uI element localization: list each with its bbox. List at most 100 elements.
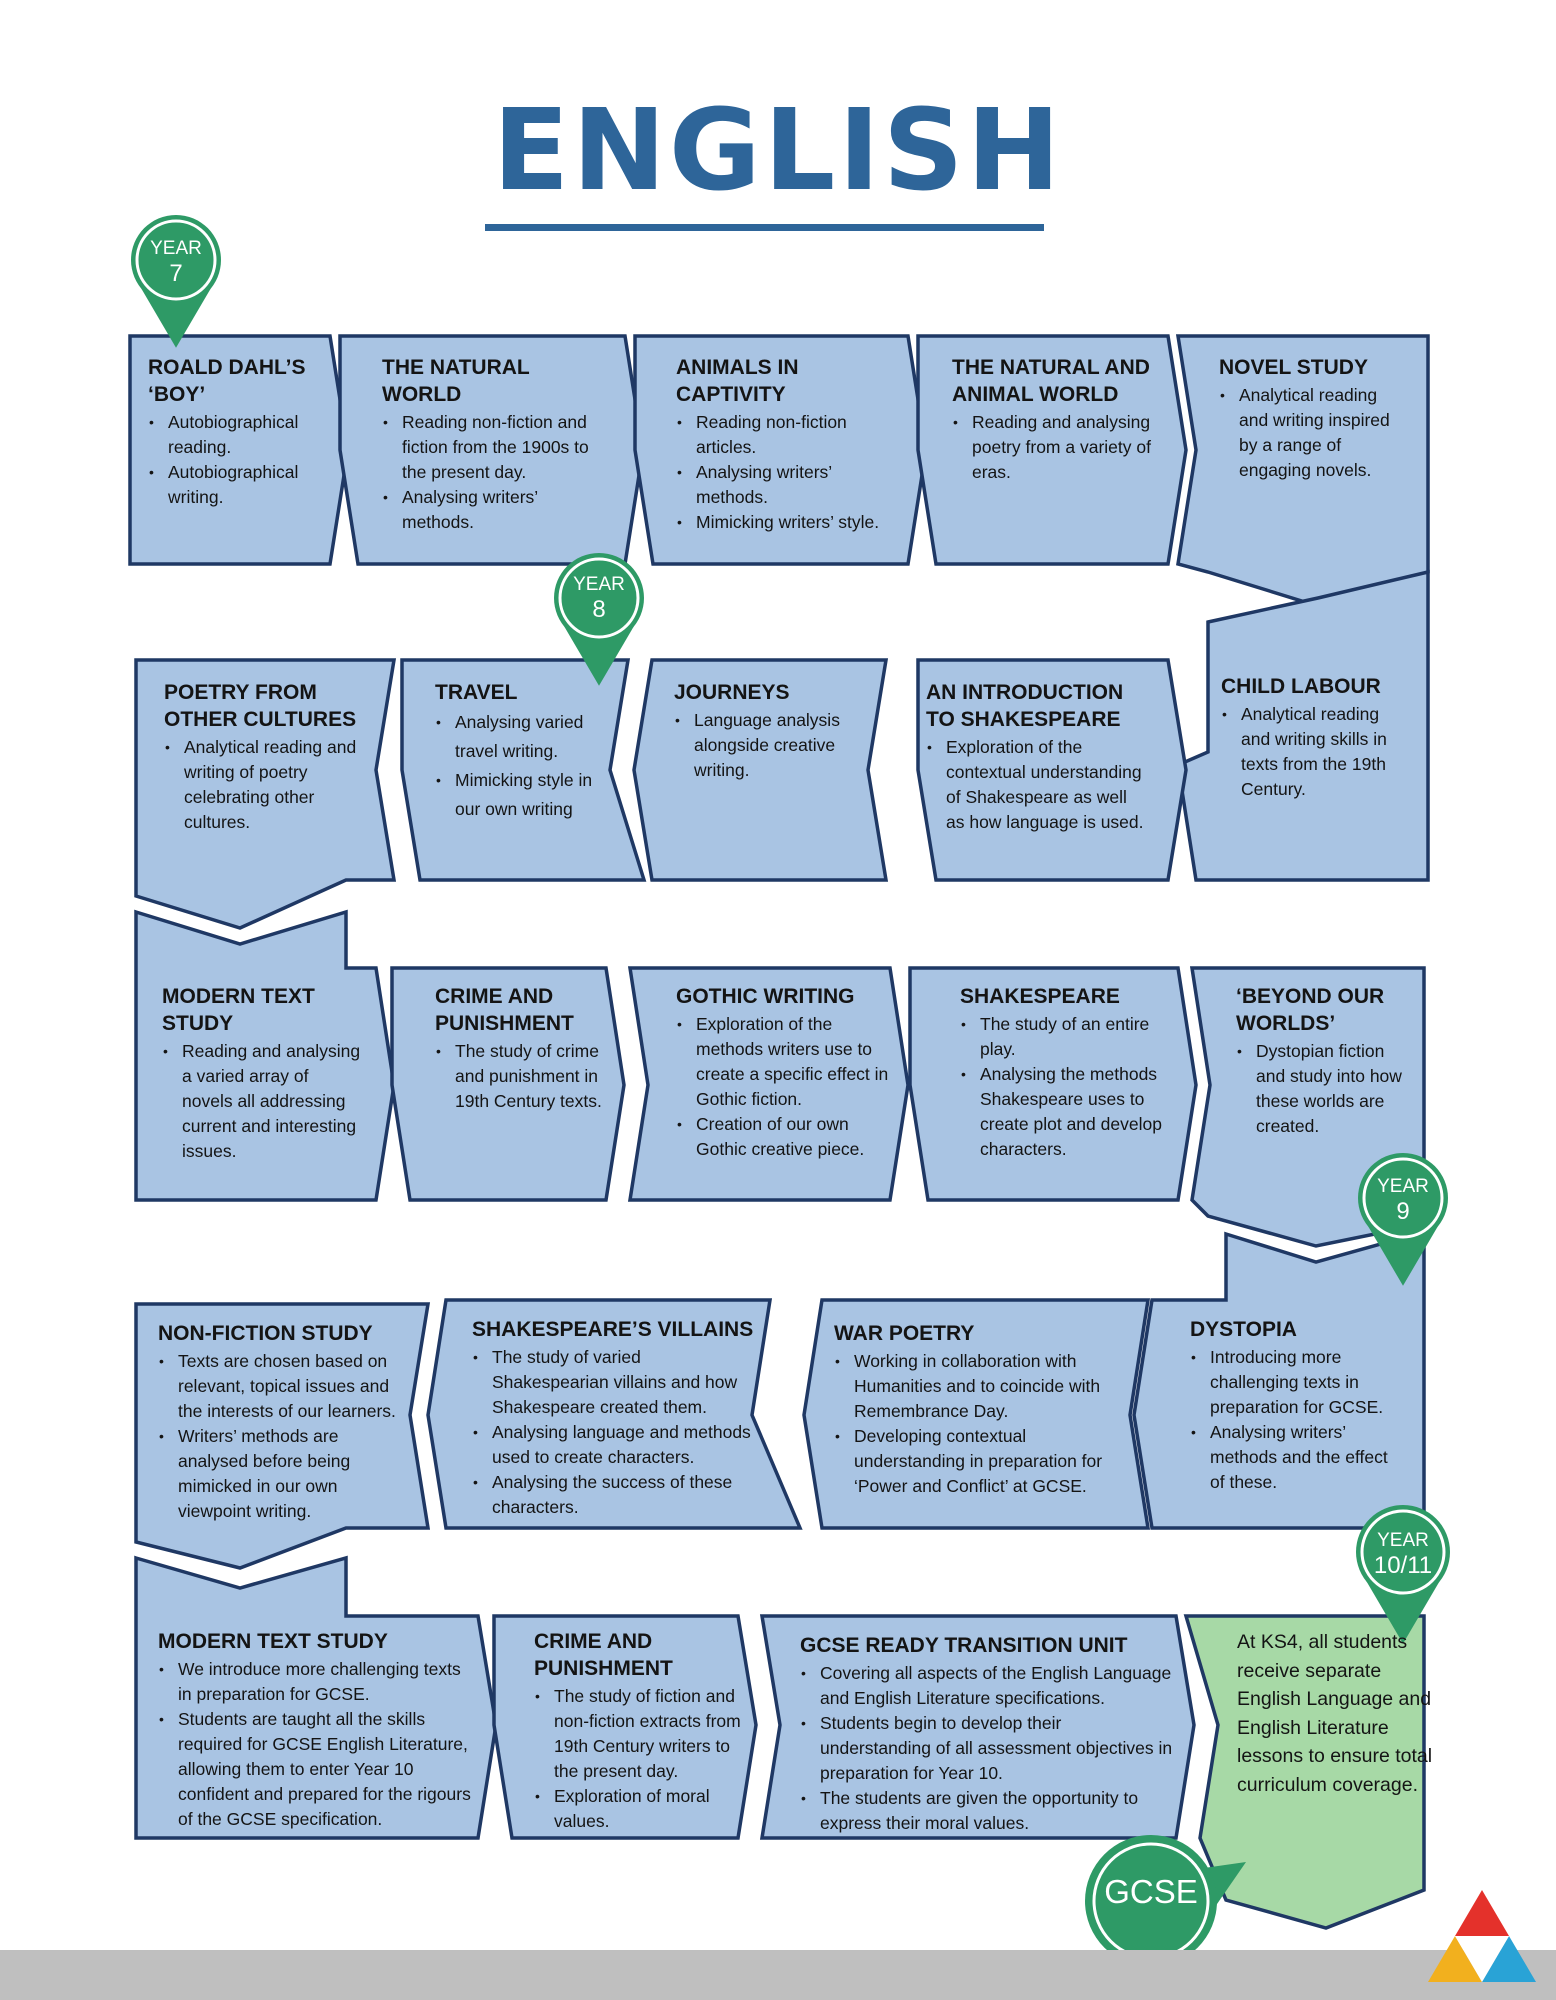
year-number: 7 [169, 260, 183, 287]
step-crime-and-punishment: CRIME AND PUNISHMENT The study of crime … [435, 983, 615, 1114]
step-bullet: Analysing language and methods used to c… [473, 1420, 762, 1470]
step-bullet: Mimicking writers’ style. [677, 510, 898, 535]
footer-bar [0, 1950, 1556, 2000]
step-title: THE NATURAL AND ANIMAL WORLD [952, 356, 1150, 406]
step-bullet: Writers’ methods are analysed before bei… [159, 1424, 406, 1524]
step-bullet: Reading non-fiction articles. [677, 410, 898, 460]
step-bullet: Analytical reading and writing of poetry… [165, 735, 364, 835]
ks4-description: At KS4, all students receive separate En… [1237, 1631, 1433, 1796]
step-poetry-from-other-cultures: POETRY FROM OTHER CULTURES Analytical re… [164, 679, 364, 835]
year-pins [131, 215, 1450, 1967]
step-shakespeare: SHAKESPEARE The study of an entire play.… [960, 983, 1166, 1162]
step-bullet: Mimicking style in our own writing [436, 766, 603, 824]
step-modern-text-study: MODERN TEXT STUDY Reading and analysing … [162, 983, 362, 1164]
step-title: THE NATURAL WORLD [382, 356, 530, 406]
step-bullet: Creation of our own Gothic creative piec… [677, 1112, 898, 1162]
step-title: SHAKESPEARE’S VILLAINS [472, 1318, 754, 1341]
step-bullet: The students are given the opportunity t… [801, 1786, 1174, 1836]
step-bullet: Analysing writers’ methods and the effec… [1191, 1420, 1390, 1495]
step-gcse-ready-transition-unit: GCSE READY TRANSITION UNIT Covering all … [800, 1632, 1174, 1836]
year-label: YEAR [1377, 1176, 1429, 1197]
logo-red-triangle [1455, 1890, 1509, 1936]
step-title: GCSE READY TRANSITION UNIT [800, 1634, 1128, 1657]
step-bullet: The study of fiction and non-fiction ext… [535, 1684, 746, 1784]
year-10-11-marker: YEAR 10/11 [1357, 1530, 1449, 1580]
step-title: CRIME AND PUNISHMENT [435, 985, 574, 1035]
step-journeys: JOURNEYS Language analysis alongside cre… [674, 679, 854, 783]
year-label: YEAR [1377, 1530, 1429, 1551]
year-label: YEAR [573, 574, 625, 595]
step-bullet: Analysing the success of these character… [473, 1470, 762, 1520]
step-roald-dahl-boy: ROALD DAHL’S ‘BOY’ Autobiographical read… [148, 354, 320, 510]
step-bullet: Language analysis alongside creative wri… [675, 708, 854, 783]
year-8-pin [554, 553, 644, 686]
step-introduction-to-shakespeare: AN INTRODUCTION TO SHAKESPEARE Explorati… [926, 679, 1144, 835]
step-title: DYSTOPIA [1190, 1318, 1297, 1341]
step-gcse-modern-text-study: MODERN TEXT STUDY We introduce more chal… [158, 1628, 474, 1832]
step-bullet: Students begin to develop their understa… [801, 1711, 1174, 1786]
step-title: SHAKESPEARE [960, 985, 1120, 1008]
step-title: CHILD LABOUR [1221, 675, 1381, 698]
step-bullet: Reading and analysing poetry from a vari… [953, 410, 1162, 485]
step-natural-and-animal-world: THE NATURAL AND ANIMAL WORLD Reading and… [952, 354, 1162, 485]
step-title: ANIMALS IN CAPTIVITY [676, 356, 799, 406]
year-number: 10/11 [1373, 1552, 1433, 1579]
step-title: MODERN TEXT STUDY [158, 1630, 388, 1653]
year-7-marker: YEAR 7 [134, 238, 218, 288]
step-bullet: Analysing writers’ methods. [677, 460, 898, 510]
step-gcse-crime-and-punishment: CRIME AND PUNISHMENT The study of fictio… [534, 1628, 746, 1834]
step-bullet: We introduce more challenging texts in p… [159, 1657, 474, 1707]
step-animals-in-captivity: ANIMALS IN CAPTIVITY Reading non-fiction… [676, 354, 898, 535]
step-bullet: Analysing varied travel writing. [436, 708, 603, 766]
school-logo [1428, 1890, 1536, 1982]
step-bullet: Developing contextual understanding in p… [835, 1424, 1122, 1499]
title-underline [485, 224, 1044, 231]
step-bullet: Analysing writers’ methods. [383, 485, 614, 535]
logo-yellow-triangle [1428, 1936, 1482, 1982]
step-the-natural-world: THE NATURAL WORLD Reading non-fiction an… [382, 354, 614, 535]
step-bullet: Dystopian fiction and study into how the… [1237, 1039, 1416, 1139]
gcse-badge-label: GCSE [1104, 1873, 1198, 1910]
step-title: GOTHIC WRITING [676, 985, 855, 1008]
year-number: 8 [592, 596, 606, 623]
step-bullet: Reading non-fiction and fiction from the… [383, 410, 614, 485]
gcse-badge [1085, 1835, 1246, 1967]
logo-blue-triangle [1482, 1936, 1536, 1982]
step-bullet: Introducing more challenging texts in pr… [1191, 1345, 1390, 1420]
step-bullet: Texts are chosen based on relevant, topi… [159, 1349, 406, 1424]
step-bullet: Students are taught all the skills requi… [159, 1707, 474, 1832]
step-title: NOVEL STUDY [1219, 356, 1368, 379]
step-bullet: Exploration of the methods writers use t… [677, 1012, 898, 1112]
step-bullet: Autobiographical reading. [149, 410, 320, 460]
year-9-pin [1358, 1153, 1448, 1286]
step-bullet: Analytical reading and writing inspired … [1220, 383, 1399, 483]
step-bullet: Analysing the methods Shakespeare uses t… [961, 1062, 1166, 1162]
step-travel: TRAVEL Analysing varied travel writing.M… [435, 679, 603, 824]
step-beyond-our-worlds: ‘BEYOND OUR WORLDS’ Dystopian fiction an… [1236, 983, 1416, 1139]
step-title: CRIME AND PUNISHMENT [534, 1630, 673, 1680]
step-title: ‘BEYOND OUR WORLDS’ [1236, 985, 1385, 1035]
step-bullet: Covering all aspects of the English Lang… [801, 1661, 1174, 1711]
step-title: AN INTRODUCTION TO SHAKESPEARE [926, 681, 1124, 731]
step-bullet: Exploration of moral values. [535, 1784, 746, 1834]
step-novel-study: NOVEL STUDY Analytical reading and writi… [1219, 354, 1399, 483]
year-8-marker: YEAR 8 [557, 574, 641, 624]
step-title: WAR POETRY [834, 1322, 975, 1345]
step-bullet: Working in collaboration with Humanities… [835, 1349, 1122, 1424]
step-dystopia: DYSTOPIA Introducing more challenging te… [1190, 1316, 1390, 1495]
year-7-pin [131, 215, 221, 348]
page-title: ENGLISH [492, 86, 1064, 216]
step-bullet: The study of crime and punishment in 19t… [436, 1039, 615, 1114]
step-bullet: Analytical reading and writing skills in… [1222, 702, 1407, 802]
step-bullet: The study of varied Shakespearian villai… [473, 1345, 762, 1420]
step-title: JOURNEYS [674, 681, 790, 704]
step-title: NON-FICTION STUDY [158, 1322, 373, 1345]
step-shape-ks4-final [1183, 1614, 1426, 1930]
year-10-11-pin [1356, 1505, 1450, 1644]
step-child-labour: CHILD LABOUR Analytical reading and writ… [1221, 673, 1407, 802]
step-title: ROALD DAHL’S ‘BOY’ [148, 356, 306, 406]
step-bullet: Exploration of the contextual understand… [927, 735, 1144, 835]
step-title: TRAVEL [435, 681, 518, 704]
year-label: YEAR [150, 238, 202, 259]
step-gothic-writing: GOTHIC WRITING Exploration of the method… [676, 983, 898, 1162]
